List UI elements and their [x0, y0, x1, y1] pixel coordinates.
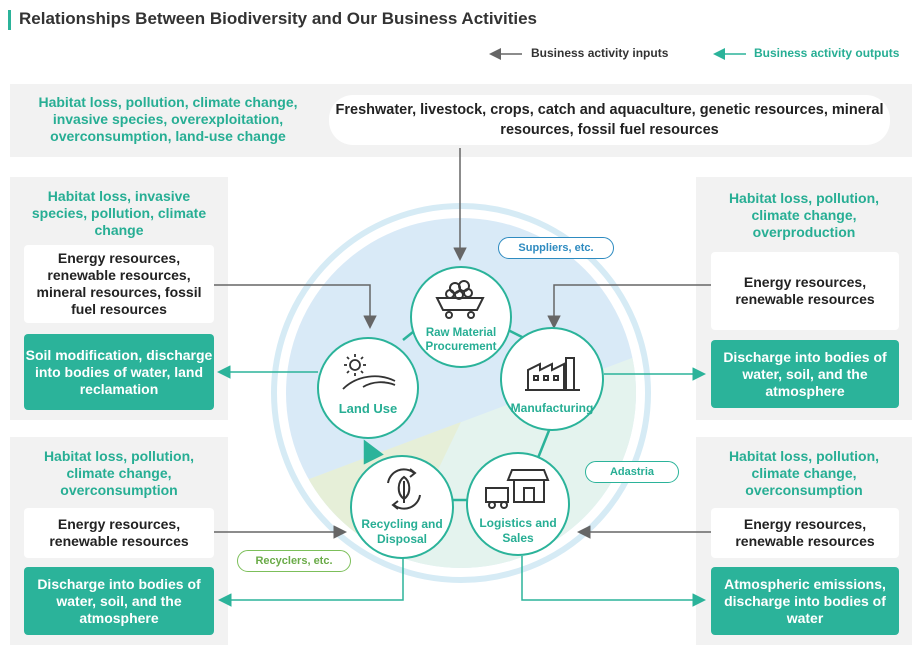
- node-recycling: Recycling and Disposal: [350, 455, 454, 559]
- node-recycling-label: Recycling and Disposal: [361, 517, 443, 546]
- right-lower-outputs: Atmospheric emissions, discharge into bo…: [711, 567, 899, 635]
- left-upper-outputs: Soil modification, discharge into bodies…: [24, 334, 214, 410]
- left-lower-threats: Habitat loss, pollution, climate change,…: [43, 448, 195, 498]
- recycle-leaf-icon: [387, 468, 421, 510]
- node-land-use: Land Use: [317, 337, 419, 439]
- right-upper-outputs: Discharge into bodies of water, soil, an…: [711, 340, 899, 408]
- adastria-tag: Adastria: [585, 461, 679, 483]
- right-lower-inputs: Energy resources, renewable resources: [711, 508, 899, 558]
- node-land-use-label: Land Use: [338, 401, 398, 416]
- recyclers-tag: Recyclers, etc.: [237, 550, 351, 572]
- right-upper-threats: Habitat loss, pollution, climate change,…: [728, 190, 880, 240]
- top-inputs: Freshwater, livestock, crops, catch and …: [329, 95, 890, 145]
- node-raw-material: Raw Material Procurement: [410, 266, 512, 368]
- page-title: Relationships Between Biodiversity and O…: [19, 9, 538, 28]
- outer-ring: [271, 203, 651, 583]
- left-lower-outputs: Discharge into bodies of water, soil, an…: [24, 567, 214, 635]
- node-manufacturing-label: Manufacturing: [510, 401, 594, 415]
- node-logistics: Logistics and Sales: [466, 452, 570, 556]
- right-lower-threats: Habitat loss, pollution, climate change,…: [728, 448, 880, 498]
- left-upper-inputs: Energy resources, renewable resources, m…: [24, 245, 214, 323]
- left-upper-threats: Habitat loss, invasive species, pollutio…: [31, 188, 207, 238]
- right-upper-inputs: Energy resources, renewable resources: [711, 252, 899, 330]
- legend-outputs-label: Business activity outputs: [754, 46, 900, 60]
- legend-inputs-label: Business activity inputs: [531, 46, 669, 60]
- ore-cart-icon: [435, 280, 485, 319]
- left-lower-inputs: Energy resources, renewable resources: [24, 508, 214, 558]
- sun-hills-icon: [342, 354, 396, 390]
- node-manufacturing: Manufacturing: [500, 327, 604, 431]
- factory-icon: [525, 357, 580, 391]
- top-threats: Habitat loss, pollution, climate change,…: [38, 94, 298, 144]
- node-raw-material-label: Raw Material Procurement: [425, 327, 497, 353]
- delivery-truck-store-icon: [485, 469, 550, 509]
- node-logistics-label: Logistics and Sales: [479, 516, 557, 545]
- title-accent-bar: [8, 10, 11, 30]
- suppliers-tag: Suppliers, etc.: [498, 237, 614, 259]
